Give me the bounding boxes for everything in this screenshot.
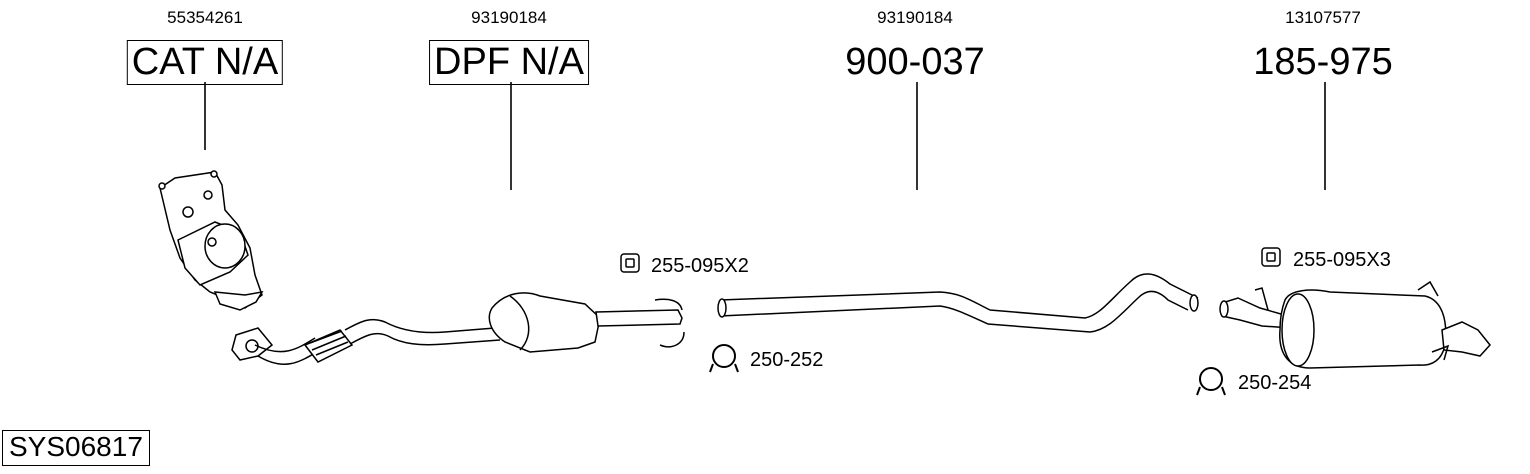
- part-label-center-pipe[interactable]: 900-037: [845, 41, 985, 83]
- pipe-clamp-icon: [709, 344, 739, 373]
- accessory-label-mount-front[interactable]: 255-095X2: [651, 255, 749, 277]
- part-label-rear-silencer[interactable]: 185-975: [1253, 41, 1393, 83]
- oe-number-dpf: 93190184: [471, 8, 547, 27]
- oe-number-cat: 55354261: [167, 8, 243, 27]
- dpf-drawing: [488, 292, 685, 353]
- accessory-label-clamp-rear[interactable]: 250-254: [1238, 372, 1312, 394]
- oe-number-rear-silencer: 13107577: [1285, 8, 1361, 27]
- accessory-label-clamp-front[interactable]: 250-252: [750, 349, 824, 371]
- system-code-label: SYS06817: [2, 430, 150, 466]
- center-pipe-drawing: [717, 273, 1199, 333]
- oe-number-center-pipe: 93190184: [877, 8, 953, 27]
- part-label-dpf[interactable]: DPF N/A: [429, 40, 589, 85]
- front-pipe-drawing: [231, 318, 501, 365]
- accessory-label-mount-rear[interactable]: 255-095X3: [1293, 249, 1391, 271]
- rubber-mount-icon: [620, 253, 640, 273]
- catalytic-converter-drawing: [158, 170, 264, 311]
- rear-silencer-drawing: [1219, 280, 1491, 369]
- pipe-clamp-icon: [1196, 367, 1226, 396]
- rubber-mount-icon: [1261, 247, 1281, 267]
- part-label-cat[interactable]: CAT N/A: [126, 40, 284, 85]
